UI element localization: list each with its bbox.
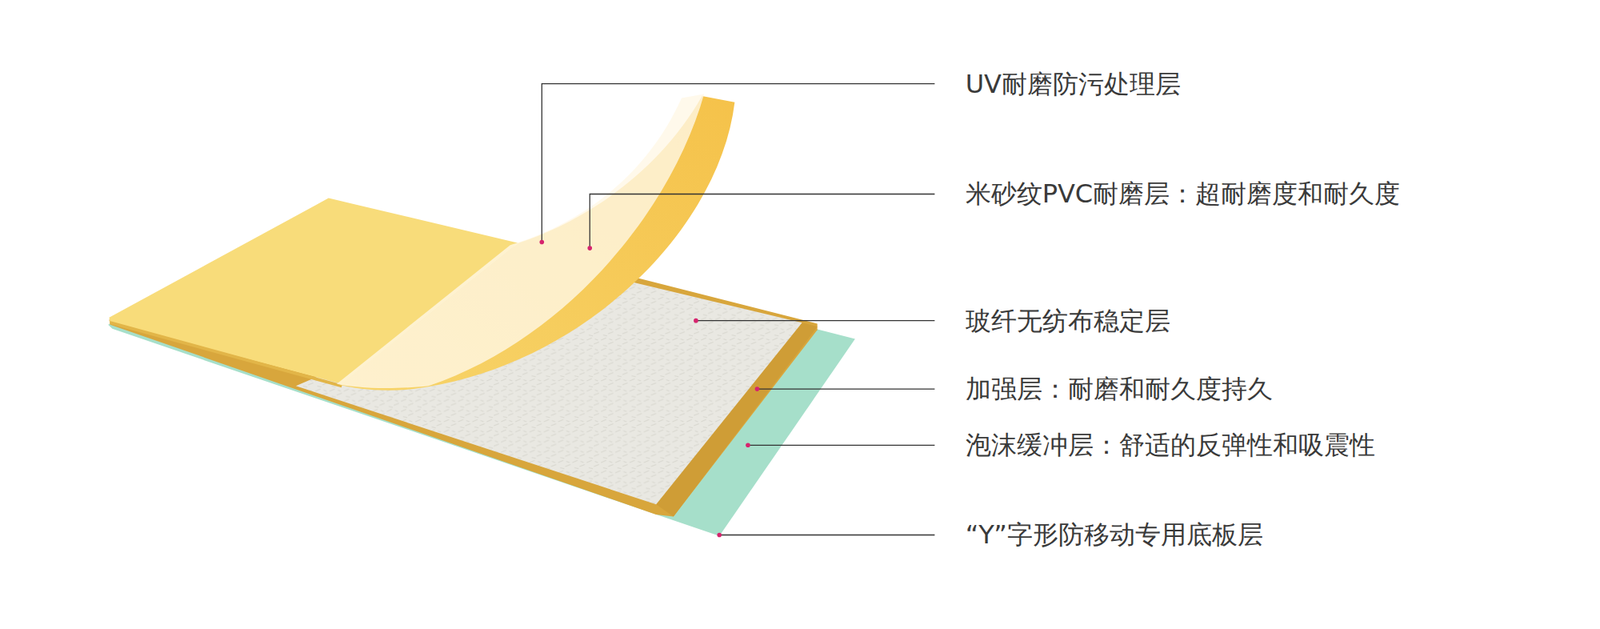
leader-dots [539, 240, 760, 538]
layer-label: “Y”字形防移动专用底板层 [965, 519, 1264, 550]
layer-label: 泡沫缓冲层：舒适的反弹性和吸震性 [965, 429, 1376, 460]
uv-layer-curl [336, 93, 704, 388]
leader-lines [541, 84, 935, 536]
layer-label: 玻纤无纺布稳定层 [965, 304, 1171, 336]
wear-layer-edge [110, 322, 343, 386]
layer-label: 米砂纹PVC耐磨层：超耐磨度和耐久度 [965, 178, 1401, 209]
layer-label: UV耐磨防污处理层 [965, 68, 1181, 99]
layer-label: 加强层：耐磨和耐久度持久 [965, 373, 1273, 404]
